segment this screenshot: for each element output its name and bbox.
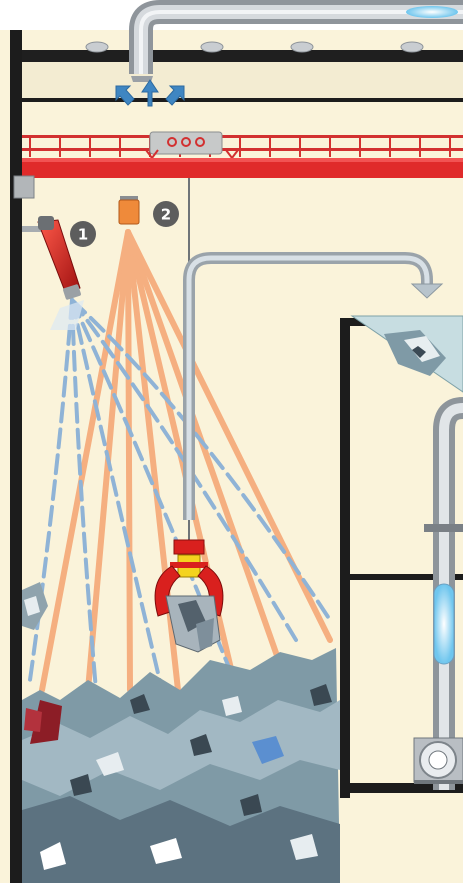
pump-icon — [414, 738, 463, 784]
wall-bracket — [14, 176, 34, 198]
flow-window — [434, 584, 454, 664]
marker-1-badge: 1 — [70, 221, 96, 247]
left-wall-frame — [10, 30, 22, 883]
detector-icon — [119, 196, 139, 224]
marker-2-label: 2 — [161, 206, 171, 224]
marker-1-label: 1 — [78, 226, 88, 244]
marker-2-badge: 2 — [153, 201, 179, 227]
ceiling — [22, 42, 463, 102]
